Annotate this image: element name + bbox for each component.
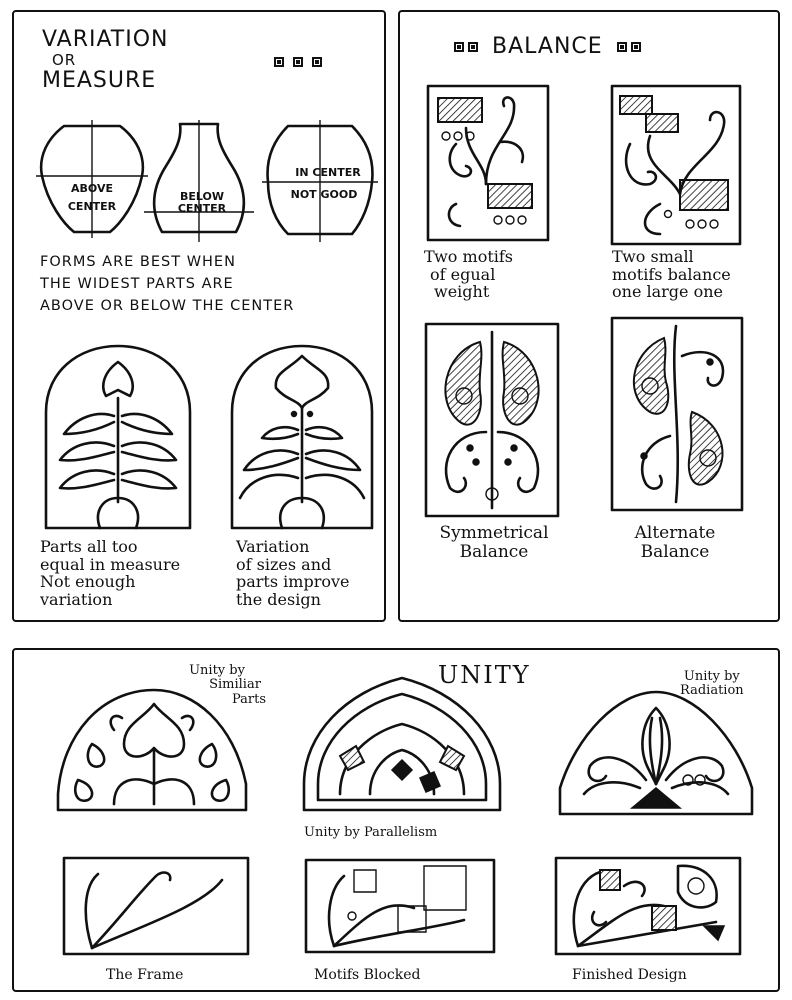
balance-symmetrical bbox=[424, 322, 560, 518]
caption-small-vs-large: Two small motifs balance one large one bbox=[612, 248, 731, 301]
caption-line: Unity by bbox=[680, 670, 744, 684]
rule-text: FORMS ARE BEST WHEN THE WIDEST PARTS ARE… bbox=[40, 252, 294, 317]
caption-frame: The Frame bbox=[106, 968, 183, 983]
caption-alternate: Alternate Balance bbox=[610, 524, 740, 561]
vase-label: CENTER bbox=[68, 200, 117, 213]
caption-line: parts improve bbox=[236, 573, 349, 591]
title-line: OR bbox=[52, 52, 169, 69]
caption-blocked: Motifs Blocked bbox=[314, 968, 420, 983]
balance-small-vs-large bbox=[610, 84, 742, 246]
caption-line: Two motifs bbox=[424, 248, 513, 266]
variation-panel: VARIATION OR MEASURE ABOVE CENTER BELOW … bbox=[12, 10, 386, 622]
balance-title: BALANCE bbox=[492, 34, 603, 59]
caption-line: equal in measure bbox=[40, 556, 180, 574]
rule-line: FORMS ARE BEST WHEN bbox=[40, 252, 294, 274]
square-ornament-icon bbox=[312, 57, 322, 67]
caption-equal-measure: Parts all too equal in measure Not enoug… bbox=[40, 538, 180, 608]
caption-line: of egual bbox=[430, 266, 513, 284]
arch-design-equal bbox=[42, 342, 194, 530]
unity-motifs-blocked bbox=[304, 858, 496, 954]
square-ornament-icon bbox=[468, 42, 478, 52]
caption-parallelism: Unity by Parallelism bbox=[304, 826, 437, 840]
square-ornament-icon bbox=[274, 57, 284, 67]
title-line: MEASURE bbox=[42, 69, 169, 93]
square-ornament-icon bbox=[454, 42, 464, 52]
unity-parallelism bbox=[300, 674, 504, 814]
balance-alternate bbox=[610, 316, 744, 512]
balance-header: BALANCE bbox=[452, 34, 643, 59]
caption-line: Parts all too bbox=[40, 538, 180, 556]
square-ornament-icon bbox=[293, 57, 303, 67]
square-ornament-icon bbox=[631, 42, 641, 52]
caption-line: Unity by bbox=[168, 664, 266, 678]
caption-line: Alternate bbox=[610, 524, 740, 543]
unity-panel: UNITY Unity by Similiar Parts Unity by R… bbox=[12, 648, 780, 992]
caption-line: weight bbox=[434, 283, 513, 301]
unity-frame bbox=[62, 856, 250, 956]
unity-similar-parts bbox=[54, 684, 250, 814]
caption-line: one large one bbox=[612, 283, 731, 301]
caption-finished: Finished Design bbox=[572, 968, 687, 983]
unity-finished-design bbox=[554, 856, 742, 956]
caption-line: variation bbox=[40, 591, 180, 609]
balance-equal-weight bbox=[426, 84, 550, 242]
rule-line: THE WIDEST PARTS ARE bbox=[40, 274, 294, 296]
caption-line: Symmetrical bbox=[428, 524, 560, 543]
caption-equal-weight: Two motifs of egual weight bbox=[424, 248, 513, 301]
square-ornament-icon bbox=[617, 42, 627, 52]
vase-label: ABOVE bbox=[71, 182, 113, 195]
caption-line: Balance bbox=[610, 543, 740, 562]
ornament-squares bbox=[272, 52, 324, 71]
caption-line: Two small bbox=[612, 248, 731, 266]
vase-above-center: ABOVE CENTER bbox=[36, 120, 148, 240]
caption-line: the design bbox=[236, 591, 349, 609]
caption-line: Not enough bbox=[40, 573, 180, 591]
caption-line: Variation bbox=[236, 538, 349, 556]
vase-label: CENTER bbox=[178, 202, 227, 215]
caption-variation-improves: Variation of sizes and parts improve the… bbox=[236, 538, 349, 608]
variation-title: VARIATION OR MEASURE bbox=[42, 28, 169, 93]
vase-label: NOT GOOD bbox=[291, 188, 358, 201]
caption-symmetrical: Symmetrical Balance bbox=[428, 524, 560, 561]
vase-below-center: BELOW CENTER bbox=[144, 120, 254, 244]
rule-line: ABOVE OR BELOW THE CENTER bbox=[40, 296, 294, 318]
caption-line: Balance bbox=[428, 543, 560, 562]
caption-line: motifs balance bbox=[612, 266, 731, 284]
balance-panel: BALANCE Two motifs of egual weight Two s… bbox=[398, 10, 780, 622]
vase-label: IN CENTER bbox=[295, 166, 361, 179]
arch-design-varied bbox=[228, 342, 376, 530]
vase-in-center: IN CENTER NOT GOOD bbox=[262, 120, 378, 244]
title-line: VARIATION bbox=[42, 28, 169, 52]
unity-radiation bbox=[556, 688, 756, 818]
caption-line: of sizes and bbox=[236, 556, 349, 574]
